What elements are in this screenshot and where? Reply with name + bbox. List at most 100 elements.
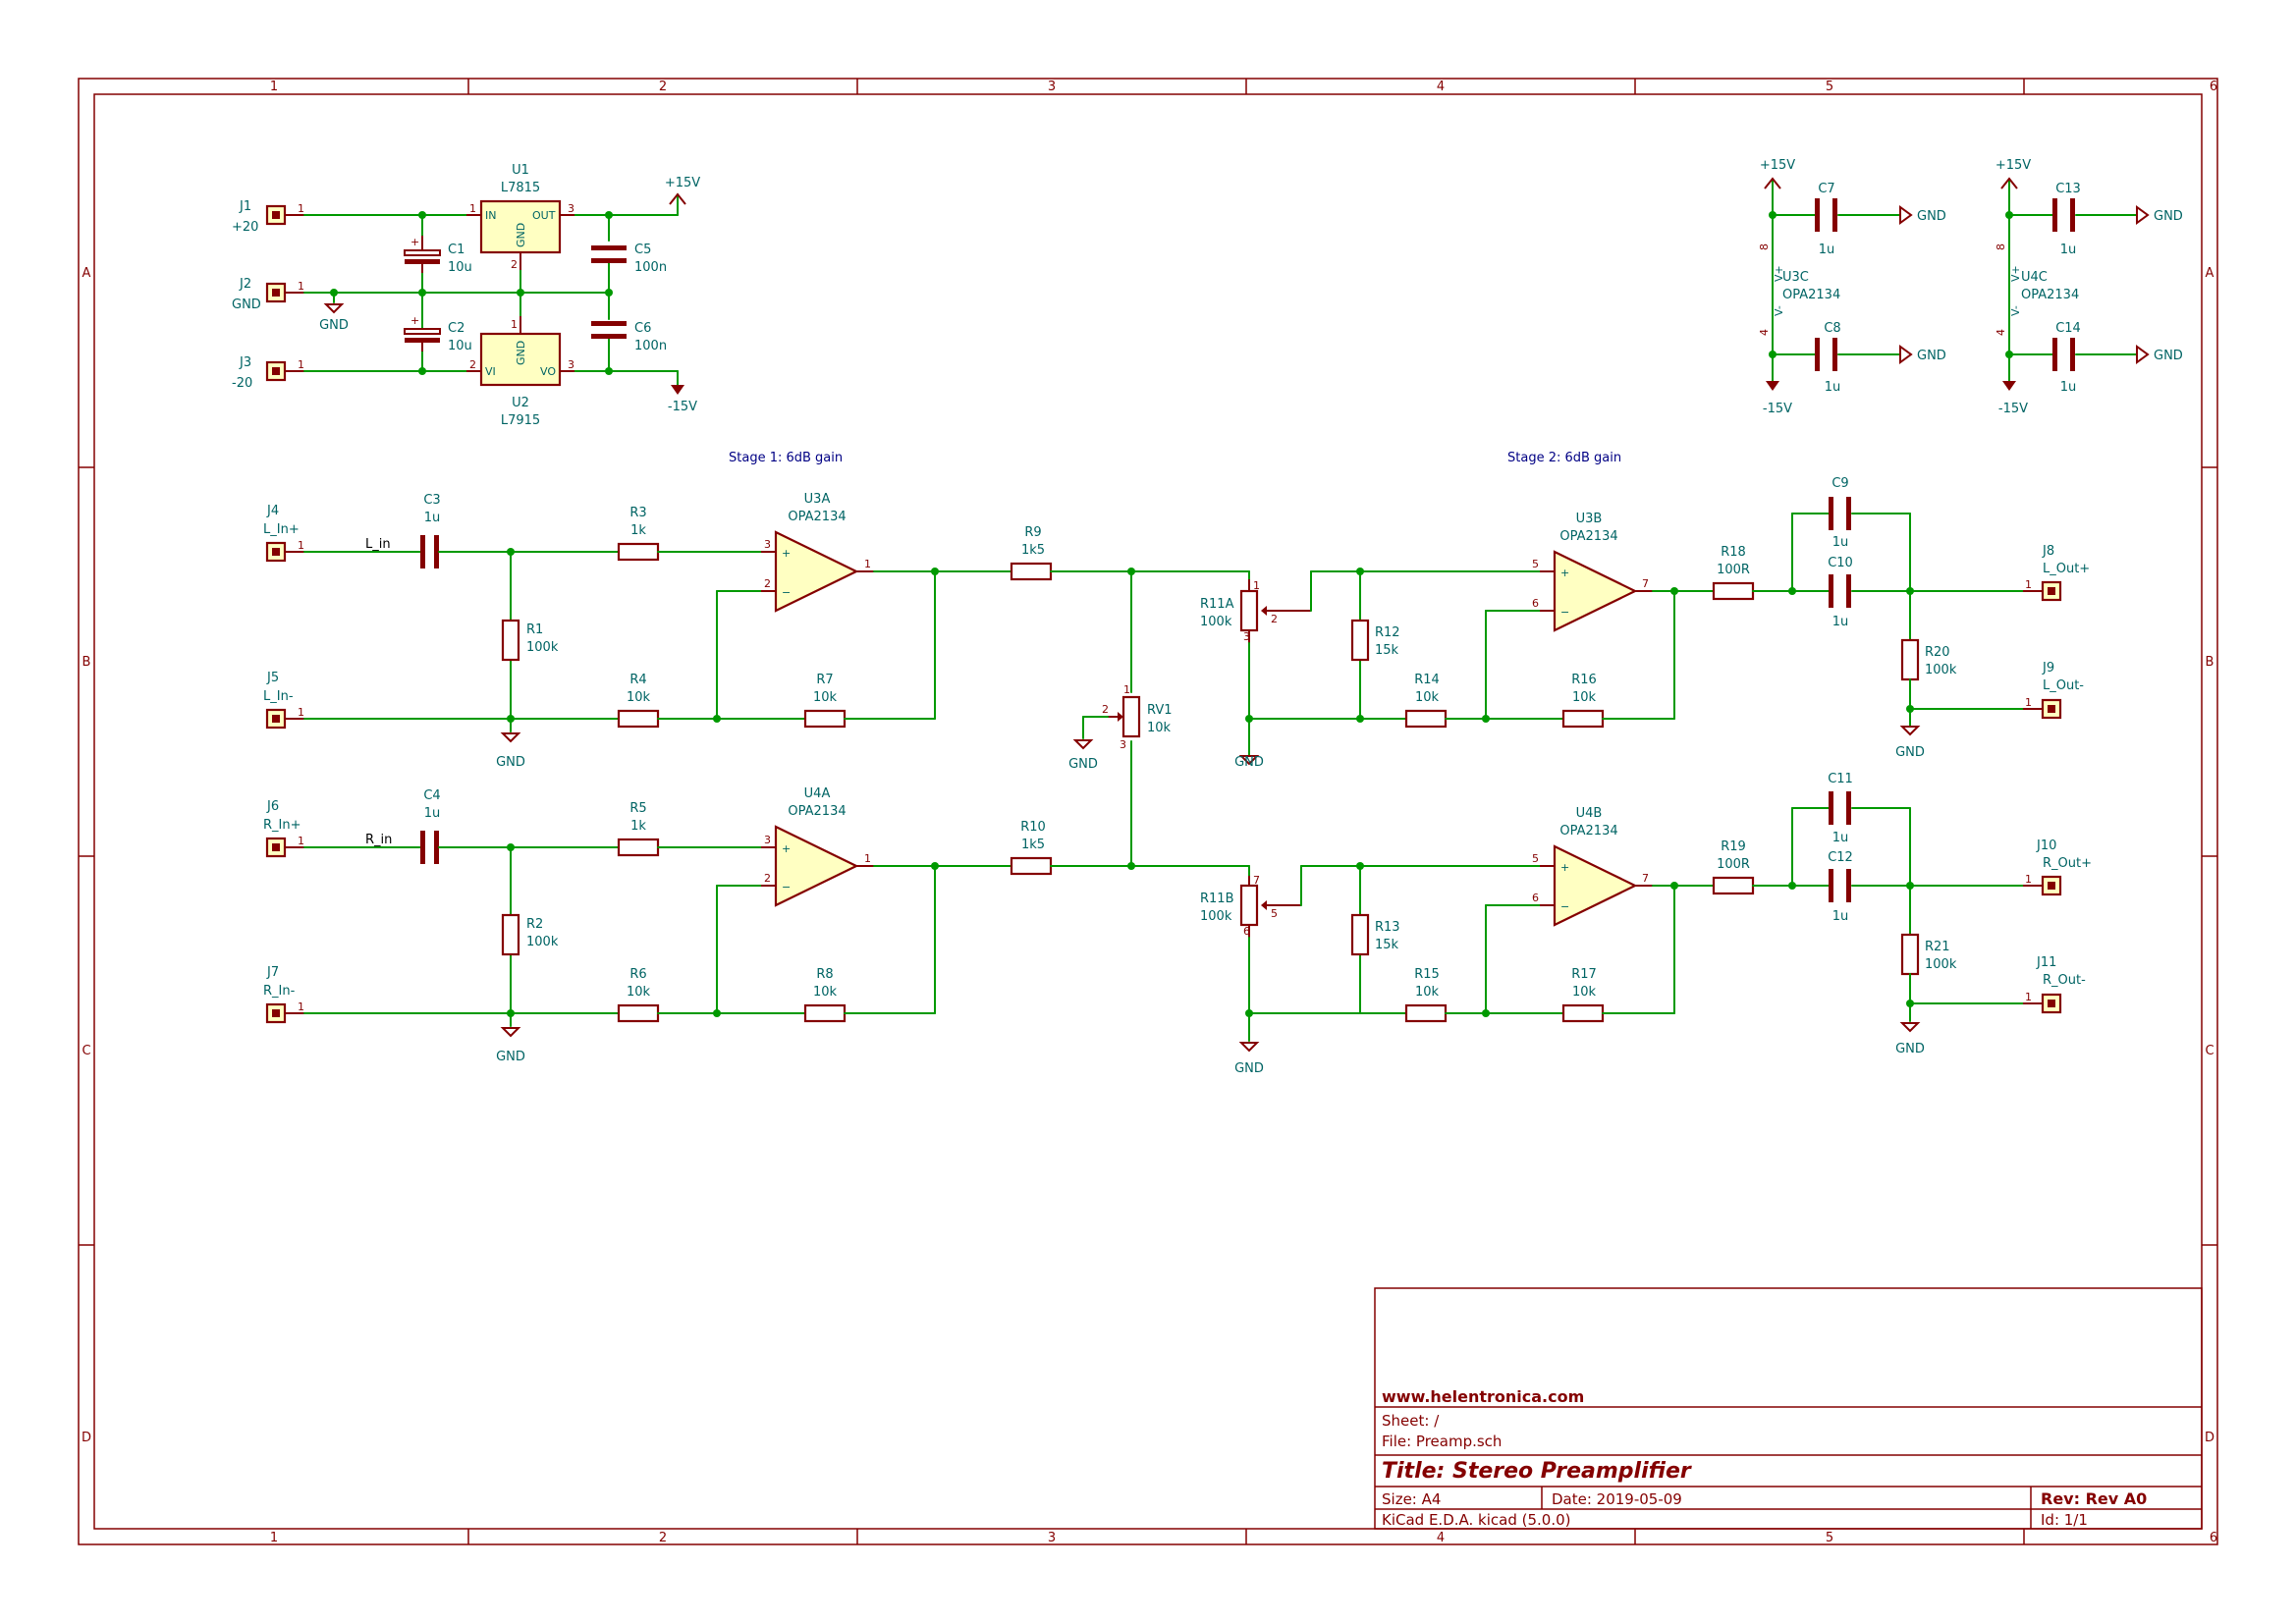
u3b-val: OPA2134: [1559, 529, 1617, 544]
j3-ref: J3: [239, 355, 251, 370]
c12-ref: C12: [1828, 850, 1853, 865]
grid-col-4-bottom: 4: [1437, 1531, 1445, 1545]
c8-gnd-label: GND: [1917, 349, 1946, 363]
resistor-r18[interactable]: R18 100R: [1712, 545, 1755, 601]
connector-j3[interactable]: 1 J3 -20: [232, 355, 304, 391]
resistor-r6[interactable]: R6 10k: [617, 967, 660, 1023]
resistor-r15[interactable]: R15 10k: [1404, 967, 1448, 1023]
p15-symbol-psu: +15V: [665, 176, 700, 205]
c13-ref: C13: [2055, 182, 2081, 196]
r17-ref: R17: [1571, 967, 1597, 982]
u4b-ref: U4B: [1576, 806, 1603, 821]
capacitor-c12[interactable]: C12 1u: [1828, 850, 1853, 924]
j1-val: +20: [232, 220, 258, 235]
u2-pin-out: VO: [540, 365, 556, 378]
resistor-r19[interactable]: R19 100R: [1712, 839, 1755, 895]
capacitor-c1[interactable]: + C1 10u: [404, 236, 472, 275]
pot-rv1[interactable]: 213 RV1 10k GND: [1068, 570, 1173, 867]
connector-j9[interactable]: 1 J9 L_Out-: [2023, 661, 2084, 720]
resistor-r20[interactable]: R20 100k: [1900, 638, 1957, 681]
connector-j6[interactable]: 1 J6 R_In+: [263, 799, 304, 858]
u1-pin-gnd: GND: [515, 223, 527, 247]
c14-gnd-label: GND: [2154, 349, 2183, 363]
capacitor-c4[interactable]: C4 1u: [420, 788, 441, 864]
capacitor-c10[interactable]: C10 1u: [1828, 556, 1853, 629]
svg-text:3: 3: [764, 834, 771, 846]
r1-ref: R1: [526, 622, 543, 637]
resistor-r1[interactable]: R1 100k: [501, 619, 559, 662]
resistor-r3[interactable]: R3 1k: [617, 506, 660, 562]
connector-j5[interactable]: 1 J5 L_In-: [263, 671, 304, 730]
connector-j8[interactable]: 1 J8 L_Out+: [2023, 544, 2090, 602]
resistor-r5[interactable]: R5 1k: [617, 801, 660, 857]
capacitor-c3[interactable]: C3 1u: [420, 493, 441, 568]
pot-r11b[interactable]: 756 R11B 100k: [1200, 874, 1301, 938]
r3-ref: R3: [629, 506, 646, 520]
opamp-u4b[interactable]: 567 +− U4B OPA2134: [1532, 806, 1653, 927]
j8-ref: J8: [2042, 544, 2054, 559]
r9-val: 1k5: [1021, 543, 1045, 558]
resistor-r9[interactable]: R9 1k5: [1010, 525, 1053, 581]
u3c-val: OPA2134: [1782, 288, 1840, 302]
rv1-ref: RV1: [1147, 703, 1173, 718]
r5-ref: R5: [629, 801, 646, 816]
pot-r11a[interactable]: 123 R11A 100k: [1200, 579, 1311, 643]
j11-ref: J11: [2036, 955, 2056, 970]
opamp-u3c[interactable]: +15V -15V GND GND C7 1u C8 1u U3C OPA213…: [1758, 158, 1946, 416]
connector-j2[interactable]: 1 J2 GND: [232, 277, 304, 312]
resistor-r21[interactable]: R21 100k: [1900, 933, 1957, 976]
capacitor-c2[interactable]: + C2 10u: [404, 314, 472, 353]
j5-ref: J5: [266, 671, 279, 685]
title-block: www.helentronica.com Sheet: / File: Prea…: [1374, 1287, 2203, 1530]
c10-ref: C10: [1828, 556, 1853, 570]
c3-ref: C3: [423, 493, 440, 508]
tb-rev: Rev: Rev A0: [2041, 1489, 2147, 1508]
u3b-ref: U3B: [1576, 512, 1603, 526]
u1-pin-in: IN: [485, 209, 496, 222]
connector-j7[interactable]: 1 J7 R_In-: [263, 965, 304, 1024]
opamp-u4c[interactable]: +15V -15V GND GND C13 1u C14 1u U4C OPA2…: [1995, 158, 2183, 416]
connector-j1[interactable]: 1 J1 +20: [232, 199, 304, 235]
resistor-r17[interactable]: R17 10k: [1561, 967, 1605, 1023]
c1-val: 10u: [448, 260, 472, 275]
gnd-symbol-psu: GND: [319, 303, 349, 333]
svg-text:7: 7: [1642, 577, 1649, 590]
u2-ref: U2: [512, 396, 529, 410]
r12-val: 15k: [1375, 643, 1399, 658]
opamp-u3a[interactable]: 321 +− U3A OPA2134: [761, 492, 874, 613]
resistor-r8[interactable]: R8 10k: [803, 967, 847, 1023]
grid-col-5-bottom: 5: [1826, 1531, 1833, 1545]
opamp-u4a[interactable]: 321 +− U4A OPA2134: [761, 786, 874, 907]
grid-col-1: 1: [270, 80, 278, 94]
r5-val: 1k: [630, 819, 646, 834]
resistor-r4[interactable]: R4 10k: [617, 673, 660, 729]
resistor-r13[interactable]: R13 15k: [1350, 913, 1400, 956]
resistor-r14[interactable]: R14 10k: [1404, 673, 1448, 729]
gnd-r11b-label: GND: [1234, 1061, 1264, 1076]
tb-title: Title: Stereo Preamplifier: [1382, 1459, 1692, 1484]
capacitor-c9[interactable]: C9 1u: [1829, 476, 1851, 550]
u3c-m15-label: -15V: [1763, 402, 1792, 416]
r11a-ref: R11A: [1200, 597, 1234, 612]
opamp-u3b[interactable]: 567 +− U3B OPA2134: [1532, 512, 1653, 632]
capacitor-c5[interactable]: C5 100n: [591, 243, 667, 275]
capacitor-c6[interactable]: C6 100n: [591, 321, 667, 353]
resistor-r2[interactable]: R2 100k: [501, 913, 559, 956]
resistor-r12[interactable]: R12 15k: [1350, 619, 1400, 662]
connector-j11[interactable]: 1 J11 R_Out-: [2023, 955, 2086, 1014]
j6-val: R_In+: [263, 818, 301, 833]
connector-j10[interactable]: 1 J10 R_Out+: [2023, 839, 2092, 896]
r13-val: 15k: [1375, 938, 1399, 952]
capacitor-c11[interactable]: C11 1u: [1828, 772, 1853, 845]
tb-size: Size: A4: [1382, 1490, 1441, 1508]
r4-ref: R4: [629, 673, 646, 687]
resistor-r7[interactable]: R7 10k: [803, 673, 847, 729]
resistor-r16[interactable]: R16 10k: [1561, 673, 1605, 729]
connector-j4[interactable]: 1 J4 L_In+: [263, 504, 304, 563]
r4-val: 10k: [627, 690, 651, 705]
svg-text:3: 3: [1243, 630, 1250, 643]
resistor-r10[interactable]: R10 1k5: [1010, 820, 1053, 876]
grid-labels: 1 2 3 4 5 6 1 2 3 4 5 6 A B C D A B C D: [82, 80, 2217, 1545]
